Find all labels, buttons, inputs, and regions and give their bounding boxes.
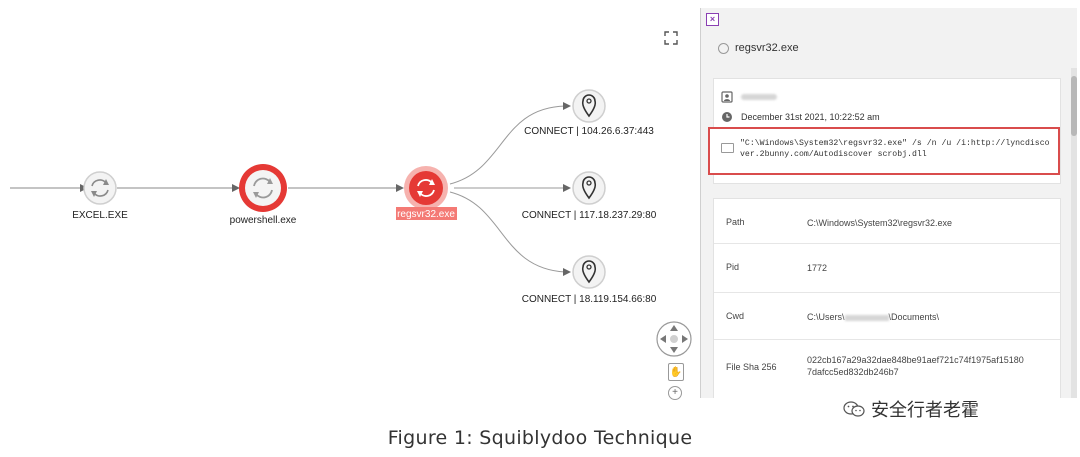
timestamp-row: December 31st 2021, 10:22:52 am <box>721 111 880 123</box>
hand-tool-icon[interactable]: ✋ <box>668 363 684 381</box>
pan-up-icon[interactable] <box>670 325 678 331</box>
location-pin-icon <box>581 176 597 200</box>
command-line-box: "C:\Windows\System32\regsvr32.exe" /s /n… <box>708 127 1060 175</box>
property-key: File Sha 256 <box>726 362 777 372</box>
watermark: 安全行者老霍 <box>843 396 979 422</box>
edge-regsvr-conn3 <box>449 191 566 273</box>
cwd-suffix: \Documents\ <box>888 312 940 322</box>
property-row-cwd: Cwd C:\Users\ \Documents\ <box>714 293 1060 340</box>
user-icon <box>721 91 733 103</box>
process-icon <box>417 179 435 197</box>
property-row-sha256: File Sha 256 022cb167a29a32dae848be91aef… <box>714 340 1060 398</box>
node-label-connect-1: CONNECT | 104.26.6.37:443 <box>524 126 654 137</box>
wechat-icon <box>843 401 865 417</box>
command-line-text: "C:\Windows\System32\regsvr32.exe" /s /n… <box>740 139 1050 159</box>
location-pin-icon <box>581 260 597 284</box>
scrollbar-thumb[interactable] <box>1071 76 1077 136</box>
clock-icon <box>722 112 732 122</box>
property-row-pid: Pid 1772 <box>714 244 1060 293</box>
node-connect-1[interactable] <box>572 89 606 123</box>
node-connect-2[interactable] <box>572 171 606 205</box>
keyboard-icon <box>721 143 734 153</box>
node-label-connect-3: CONNECT | 18.119.154.66:80 <box>522 294 657 305</box>
arrowhead <box>396 184 404 192</box>
cwd-prefix: C:\Users\ <box>807 312 845 322</box>
process-icon <box>718 42 729 54</box>
node-excel[interactable] <box>83 171 117 205</box>
panel-title-text: regsvr32.exe <box>735 42 799 54</box>
property-row-path: Path C:\Windows\System32\regsvr32.exe <box>714 199 1060 244</box>
arrowhead <box>563 102 571 110</box>
property-value: C:\Users\ \Documents\ <box>807 311 1007 323</box>
timestamp-text: December 31st 2021, 10:22:52 am <box>741 112 880 122</box>
property-value: 1772 <box>807 263 828 273</box>
process-icon <box>253 177 273 199</box>
panel-title: regsvr32.exe <box>718 42 799 54</box>
node-regsvr32[interactable] <box>404 166 448 210</box>
watermark-text: 安全行者老霍 <box>871 400 979 421</box>
zoom-in-button[interactable]: + <box>668 386 682 400</box>
pan-left-icon[interactable] <box>660 335 666 343</box>
selected-label-bg <box>396 207 457 220</box>
details-panel: × regsvr32.exe December 31st 2021, 10:22… <box>700 8 1077 398</box>
pan-control[interactable] <box>655 320 693 358</box>
location-pin-icon <box>581 94 597 118</box>
pan-down-icon[interactable] <box>670 347 678 353</box>
arrowhead <box>563 184 571 192</box>
property-key: Cwd <box>726 311 745 321</box>
redacted-username <box>741 94 777 100</box>
process-properties-card: Path C:\Windows\System32\regsvr32.exe Pi… <box>713 198 1061 398</box>
process-icon <box>91 179 109 197</box>
figure-caption: Figure 1: Squiblydoo Technique <box>387 427 693 449</box>
node-connect-3[interactable] <box>572 255 606 289</box>
node-label-connect-2: CONNECT | 117.18.237.29:80 <box>522 210 657 221</box>
property-value: 022cb167a29a32dae848be91aef721c74f1975af… <box>807 355 1024 377</box>
pan-right-icon[interactable] <box>682 335 688 343</box>
property-key: Pid <box>726 262 740 272</box>
arrowhead <box>232 184 240 192</box>
edge-regsvr-conn1 <box>449 105 566 185</box>
property-value: C:\Windows\System32\regsvr32.exe <box>807 218 953 228</box>
close-button[interactable]: × <box>706 13 719 26</box>
fullscreen-icon[interactable] <box>664 31 678 45</box>
node-label-regsvr32: regsvr32.exe <box>397 209 455 220</box>
node-label-powershell: powershell.exe <box>230 215 297 226</box>
process-summary-card: December 31st 2021, 10:22:52 am "C:\Wind… <box>708 78 1061 184</box>
property-key: Path <box>726 217 745 227</box>
node-powershell[interactable] <box>239 164 287 212</box>
redacted-username <box>844 314 889 321</box>
user-row <box>721 91 777 103</box>
scrollbar[interactable] <box>1071 68 1077 398</box>
node-label-excel: EXCEL.EXE <box>72 210 128 221</box>
arrowhead <box>563 268 571 276</box>
process-graph: EXCEL.EXE powershell.exe regsvr32.exe <box>10 89 657 305</box>
